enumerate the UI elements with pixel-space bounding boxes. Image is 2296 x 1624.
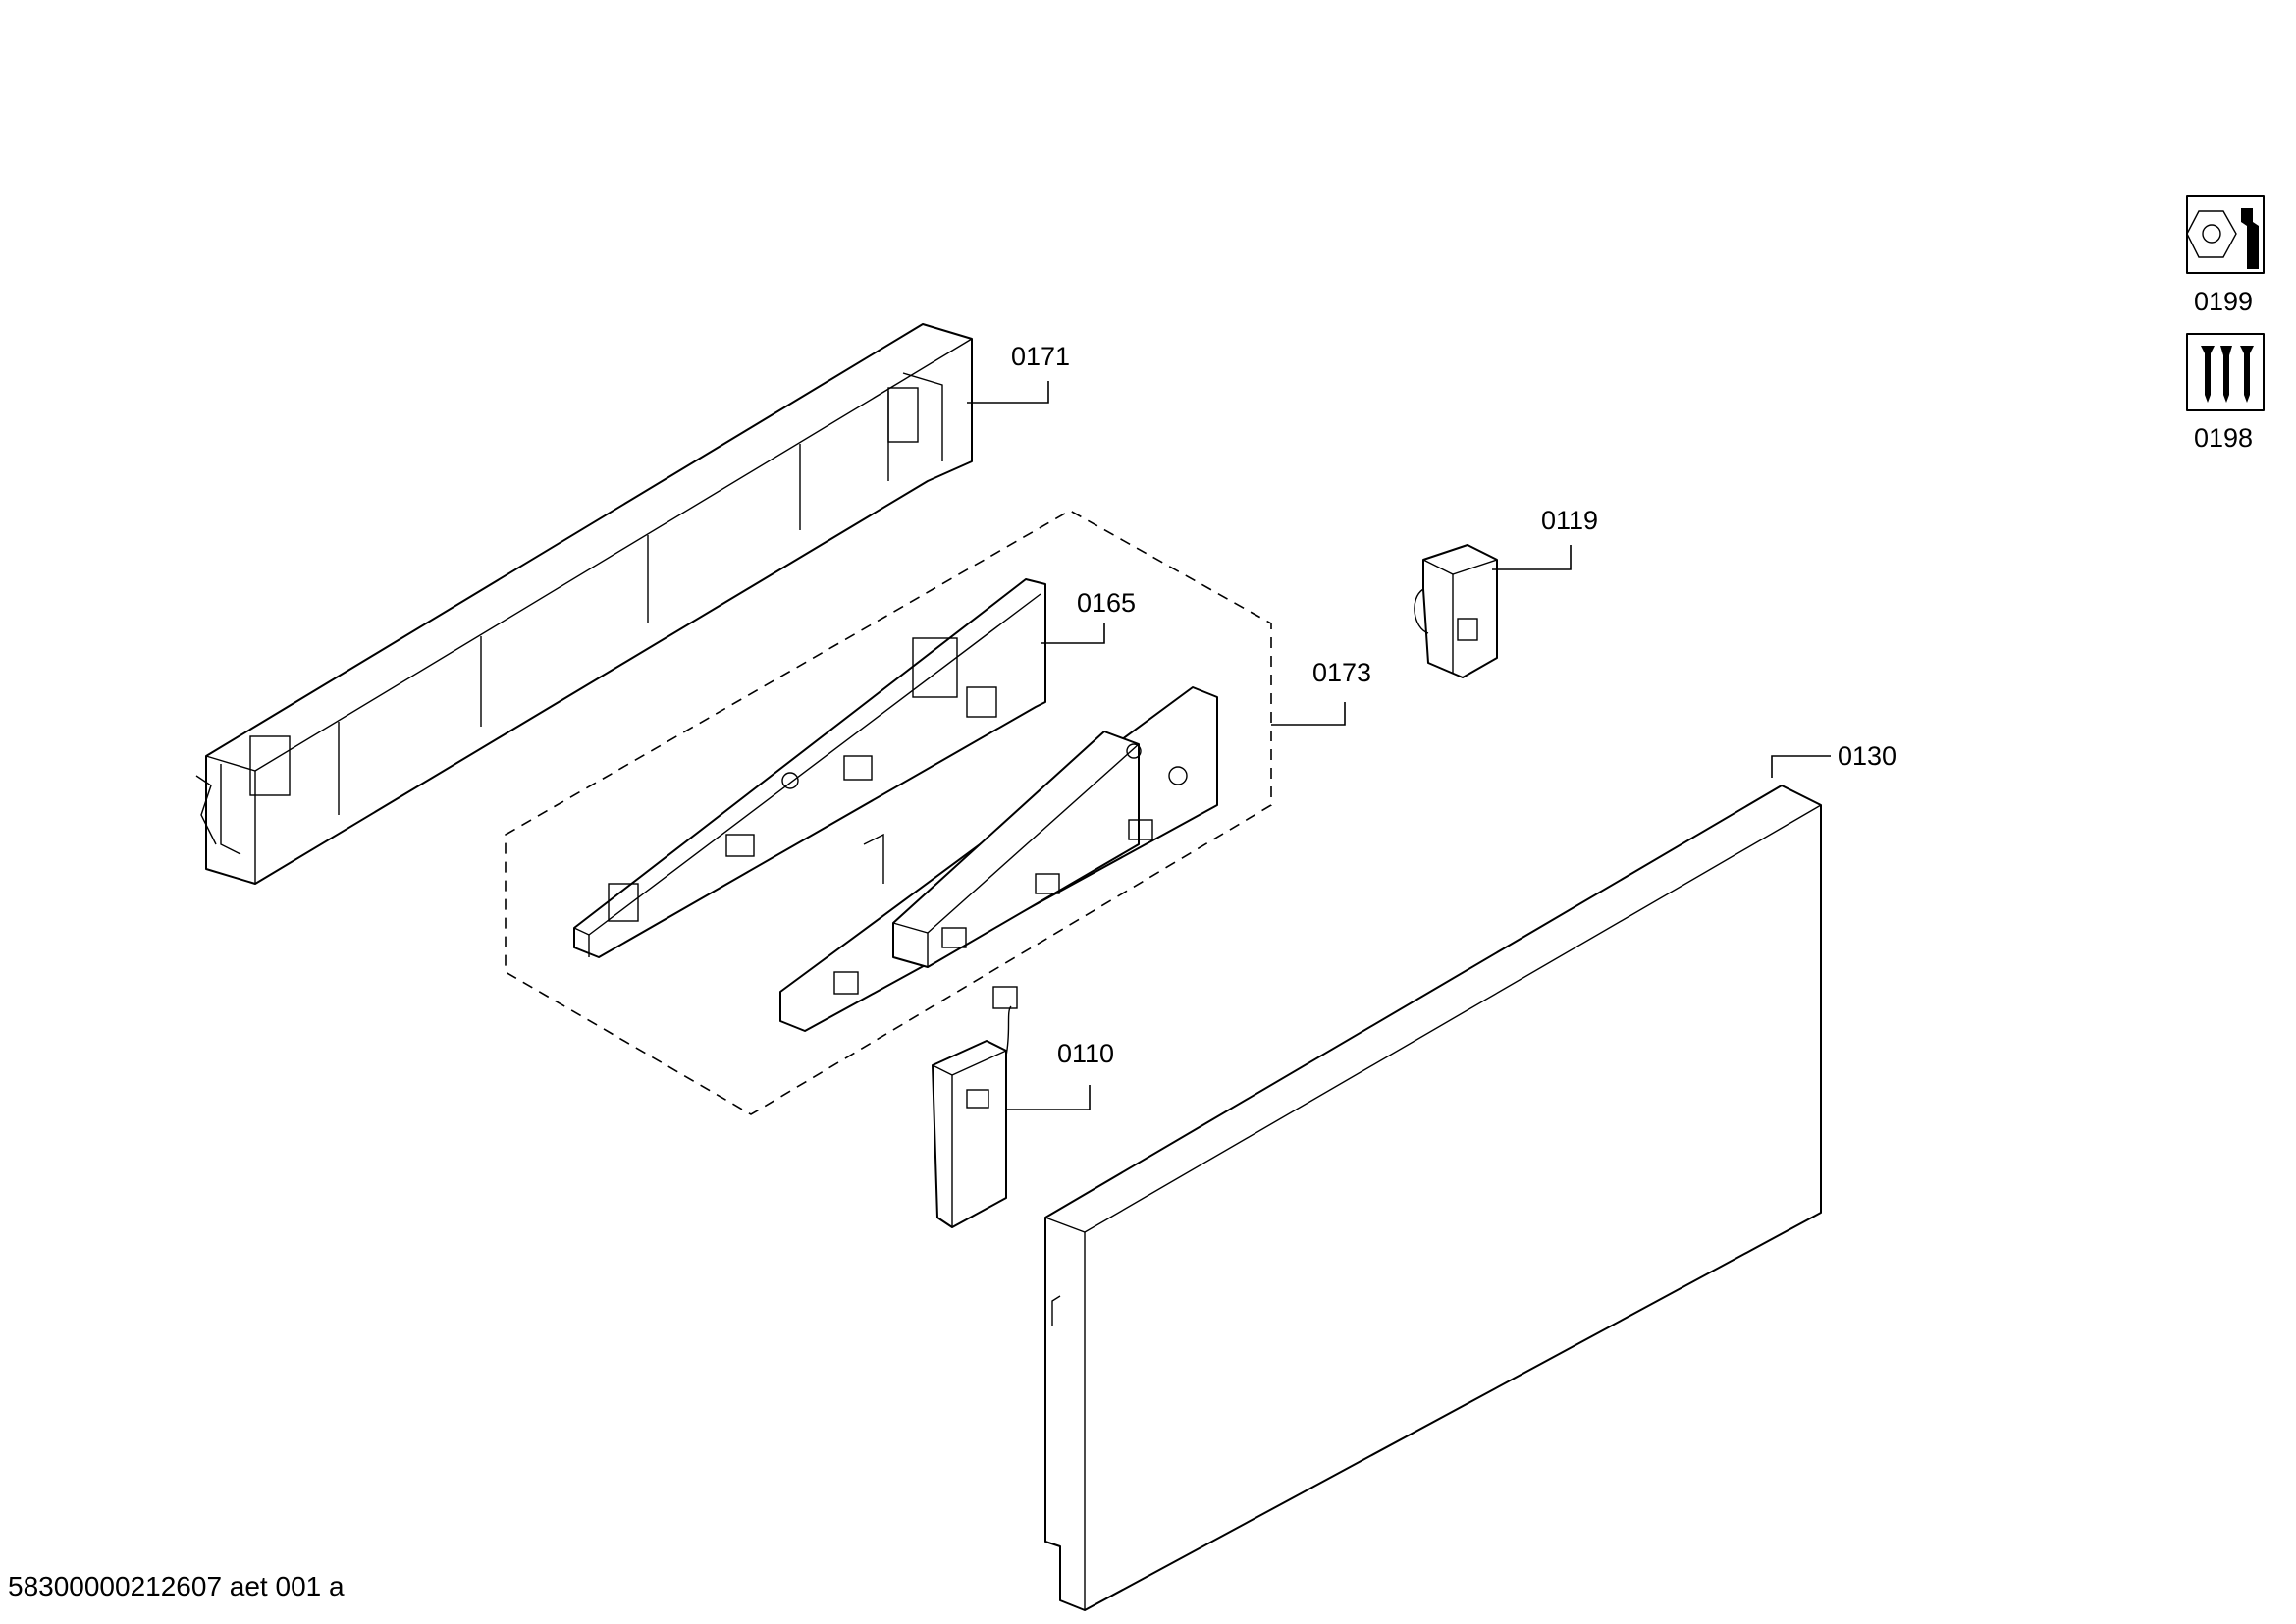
label-0199: 0199: [2194, 287, 2253, 316]
leader-0173: [1271, 702, 1346, 726]
label-0171: 0171: [1011, 342, 1070, 371]
document-id: 58300000212607 aet 001 a: [8, 1571, 345, 1601]
leader-0171: [967, 381, 1049, 404]
leader-0130: [1771, 755, 1831, 778]
label-0119: 0119: [1541, 506, 1598, 535]
part-0173-pcb-module[interactable]: [779, 686, 1218, 1032]
label-0110: 0110: [1057, 1039, 1114, 1068]
part-0171-frame-rail[interactable]: [195, 323, 973, 885]
leader-0165: [1041, 623, 1105, 644]
hardware-wrench-icon[interactable]: [2186, 195, 2265, 274]
label-0130: 0130: [1838, 741, 1896, 771]
label-0198: 0198: [2194, 423, 2253, 453]
part-0130-front-fascia[interactable]: [1044, 785, 1822, 1611]
label-0173: 0173: [1312, 658, 1371, 687]
leader-0110: [1006, 1085, 1091, 1110]
assembly-0173-boundary: [505, 510, 1272, 1115]
leader-0119: [1492, 545, 1572, 570]
label-0165: 0165: [1077, 588, 1136, 618]
part-0110-bracket[interactable]: [932, 986, 1018, 1228]
part-0165-control-housing[interactable]: [573, 578, 1046, 958]
screws-icon[interactable]: [2186, 333, 2265, 411]
part-0119-module[interactable]: [1414, 544, 1498, 678]
